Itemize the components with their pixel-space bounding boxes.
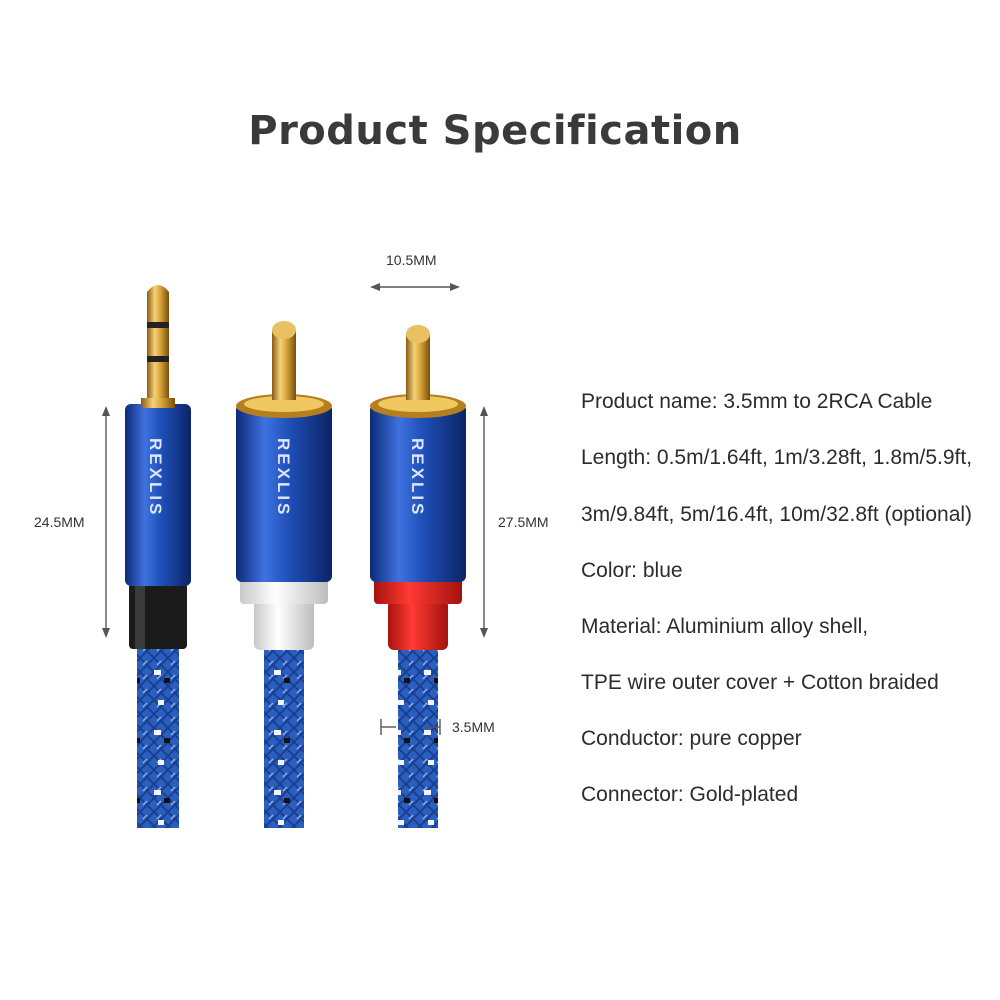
spec-line: Material: Aluminium alloy shell, [581,615,869,638]
brand-rca-white: REXLIS [274,438,293,517]
dimension-arrows [102,283,488,735]
spec-line: Conductor: pure copper [581,727,802,750]
spec-line: Product name: 3.5mm to 2RCA Cable [581,390,933,413]
dim-jack-length: 24.5MM [34,514,85,530]
dim-rca-length: 27.5MM [498,514,549,530]
page-title: Product Specification [248,108,742,154]
dim-connector-width: 10.5MM [386,252,437,268]
rca-plug-white [236,321,332,828]
brand-jack: REXLIS [146,438,165,517]
spec-line: 3m/9.84ft, 5m/16.4ft, 10m/32.8ft (option… [581,503,973,526]
spec-line: Connector: Gold-plated [581,783,799,806]
spec-line: TPE wire outer cover + Cotton braided [581,671,939,694]
spec-line: Color: blue [581,559,683,582]
dim-cable-diameter: 3.5MM [452,719,495,735]
spec-line: Length: 0.5m/1.64ft, 1m/3.28ft, 1.8m/5.9… [581,446,973,469]
rca-plug-red [370,325,466,828]
jack-plug [125,285,191,828]
brand-rca-red: REXLIS [408,438,427,517]
